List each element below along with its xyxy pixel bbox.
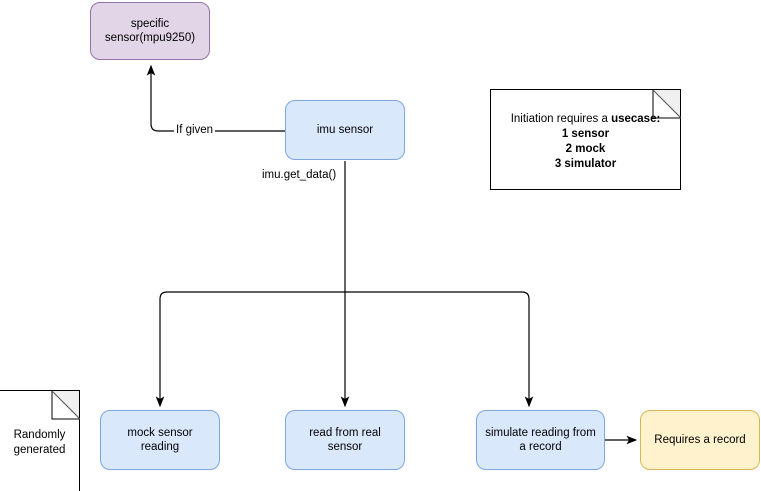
node-simulate-reading[interactable]: simulate reading from a record	[476, 410, 605, 470]
node-requires-a-record-label: Requires a record	[654, 434, 746, 446]
edge-to-mock	[155, 291, 345, 408]
note-usecase-line1-bold: usecase:	[611, 113, 661, 125]
note-usecase-line2: 1 sensor	[561, 128, 610, 140]
node-imu-sensor[interactable]: imu sensor	[285, 100, 405, 160]
node-mock-sensor-reading[interactable]: mock sensor reading	[100, 410, 220, 470]
edge-label-get-data: imu.get_data()	[260, 169, 339, 182]
note-usecase-fold-line	[652, 89, 681, 119]
edge-label-if-given-text: If given	[176, 124, 214, 136]
edge-label-get-data-text: imu.get_data()	[262, 169, 337, 181]
node-simulate-reading-line1: simulate reading from	[485, 427, 596, 439]
note-usecase: Initiation requires a usecase: 1 sensor …	[490, 89, 681, 190]
note-randomly-generated-line1: Randomly	[13, 429, 66, 441]
note-randomly-generated-fold-line	[51, 390, 80, 420]
note-randomly-generated-line2: generated	[13, 444, 66, 456]
node-simulate-reading-line2: a record	[519, 441, 562, 453]
note-usecase-line4: 3 simulator	[554, 158, 617, 170]
note-usecase-line1-prefix: Initiation requires a	[510, 113, 612, 125]
note-randomly-generated: Randomly generated	[0, 390, 80, 491]
note-randomly-generated-fold-icon	[51, 391, 79, 419]
node-mock-sensor-reading-label: mock sensor reading	[127, 427, 193, 453]
node-read-real-sensor[interactable]: read from real sensor	[285, 410, 405, 470]
edge-if-given	[146, 64, 285, 132]
edge-to-simulate	[345, 291, 534, 408]
node-specific-sensor-line1: specific	[130, 18, 170, 30]
note-usecase-fold-icon	[652, 90, 680, 118]
edge-label-if-given: If given	[174, 124, 216, 137]
node-read-real-sensor-label: read from real sensor	[309, 427, 381, 453]
node-specific-sensor-line2: sensor(mpu9250)	[104, 32, 196, 44]
node-requires-a-record[interactable]: Requires a record	[640, 410, 760, 470]
node-imu-sensor-label: imu sensor	[316, 124, 374, 136]
note-usecase-line3: 2 mock	[565, 143, 606, 155]
node-specific-sensor[interactable]: specific sensor(mpu9250)	[90, 2, 210, 60]
